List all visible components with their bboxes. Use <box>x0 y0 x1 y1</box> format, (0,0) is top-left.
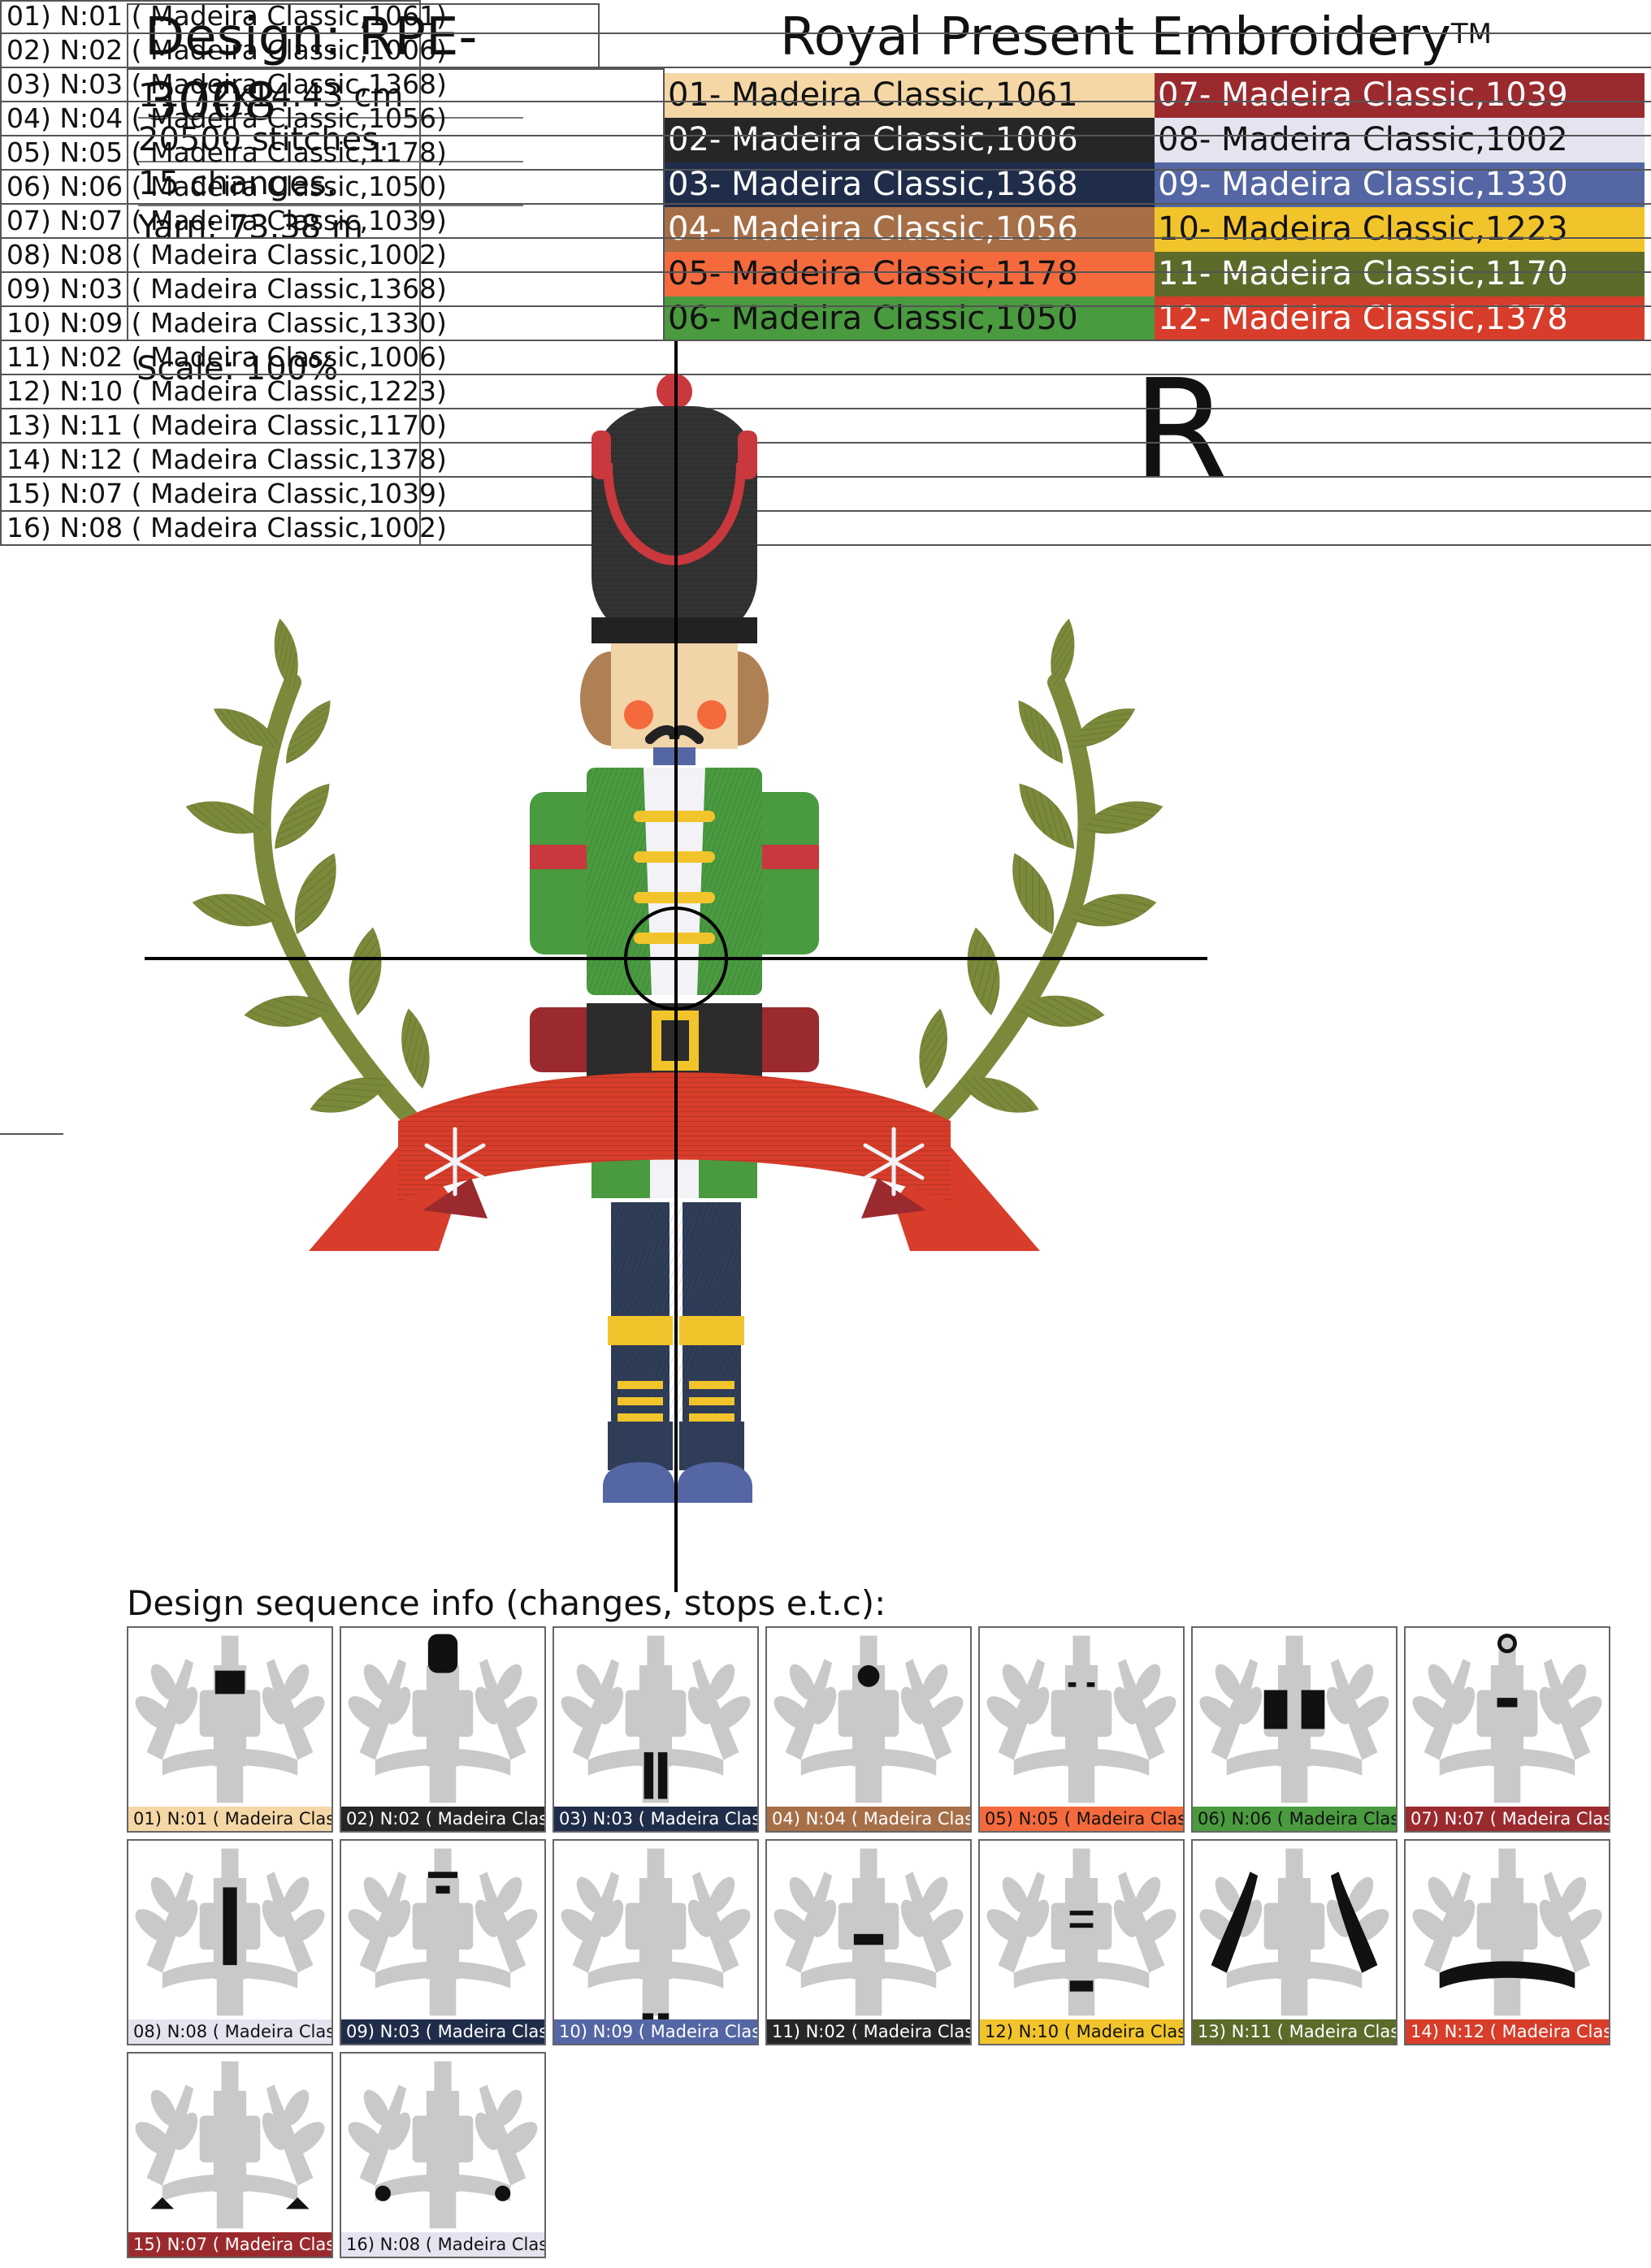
sequence-thumbnail: 14) N:12 ( Madeira Classic,1 <box>1404 1839 1610 2045</box>
sequence-thumbnail: 07) N:07 ( Madeira Classic <box>1404 1626 1610 1833</box>
sequence-thumbnail: 05) N:05 ( Madeira Classic <box>978 1626 1185 1833</box>
thumbnail-label: 10) N:09 ( Madeira Classic, <box>554 2019 757 2044</box>
sequence-row: 14) N:12 ( Madeira Classic,1378) <box>0 444 1651 478</box>
sequence-row: 12) N:10 ( Madeira Classic,1223) <box>0 375 1651 409</box>
divider <box>138 117 523 119</box>
sequence-thumbnail: 09) N:03 ( Madeira Classic <box>340 1839 546 2045</box>
color-swatch: 01- Madeira Classic,1061 <box>665 73 1155 118</box>
sequence-thumbnail: 10) N:09 ( Madeira Classic, <box>552 1839 759 2045</box>
design-id-title: Design: RPE-3008 <box>127 3 600 132</box>
snowflake-left-icon <box>424 1127 486 1197</box>
sequence-row: 10) N:09 ( Madeira Classic,1330) <box>0 307 1651 341</box>
left-laurel-branch <box>182 617 464 1171</box>
center-crosshair <box>145 341 1207 1592</box>
sequence-thumbnail: 02) N:02 ( Madeira Classic <box>340 1626 546 1833</box>
sequence-thumbnail: 06) N:06 ( Madeira Classic <box>1191 1626 1398 1833</box>
thumbnail-label: 03) N:03 ( Madeira Classic <box>554 1807 757 1831</box>
sequence-row: 03) N:03 ( Madeira Classic,1368) <box>0 68 1651 102</box>
sequence-row: 02) N:02 ( Madeira Classic,1006) <box>0 34 1651 68</box>
sequence-row: 01) N:01 ( Madeira Classic,1061) <box>0 0 1651 34</box>
embroidery-preview <box>0 341 1207 1592</box>
sequence-thumbnail: 13) N:11 ( Madeira Classic,1 <box>1191 1839 1398 2045</box>
color-swatch: 08- Madeira Classic,1002 <box>1155 118 1644 162</box>
sequence-title: Design sequence info (changes, stops e.t… <box>127 1583 886 1623</box>
stitch-count: 20500 stitches. <box>138 121 389 158</box>
scale-label: Scale: 100% <box>136 350 339 387</box>
sequence-row: 04) N:04 ( Madeira Classic,1056) <box>0 102 1651 136</box>
sequence-row: 08) N:08 ( Madeira Classic,1002) <box>0 239 1651 273</box>
sequence-row: 15) N:07 ( Madeira Classic,1039) <box>0 478 1651 512</box>
sequence-thumbnail: 16) N:08 ( Madeira Classic, <box>340 2052 546 2258</box>
sequence-thumbnail: 03) N:03 ( Madeira Classic <box>552 1626 759 1833</box>
right-laurel-branch <box>885 617 1167 1171</box>
thumbnail-label: 08) N:08 ( Madeira Classic <box>128 2019 332 2044</box>
design-size: 11.72x14.43 cm <box>138 77 404 115</box>
sequence-row: 13) N:11 ( Madeira Classic,1170) <box>0 409 1651 444</box>
sequence-row: 16) N:08 ( Madeira Classic,1002) <box>0 512 1651 546</box>
yarn-length: Yarn: 73.38 m <box>138 209 363 246</box>
sequence-row: 05) N:05 ( Madeira Classic,1178) <box>0 136 1651 171</box>
thumbnail-label: 07) N:07 ( Madeira Classic <box>1406 1807 1609 1831</box>
trademark-mark: TM <box>1450 18 1492 50</box>
thumbnail-label: 16) N:08 ( Madeira Classic, <box>341 2232 544 2257</box>
sequence-thumbnail: 04) N:04 ( Madeira Classic <box>765 1626 972 1833</box>
thumbnail-label: 06) N:06 ( Madeira Classic <box>1193 1807 1396 1831</box>
thumbnail-label: 14) N:12 ( Madeira Classic,1 <box>1406 2019 1609 2044</box>
sequence-row: 11) N:02 ( Madeira Classic,1006) <box>0 341 1651 375</box>
divider <box>138 161 523 162</box>
registration-letter: R <box>1133 350 1229 511</box>
sequence-row: 06) N:06 ( Madeira Classic,1050) <box>0 171 1651 205</box>
sequence-thumbnail: 12) N:10 ( Madeira Classic,1 <box>978 1839 1185 2045</box>
color-swatch: 07- Madeira Classic,1039 <box>1155 73 1644 118</box>
thumbnail-label: 13) N:11 ( Madeira Classic,1 <box>1193 2019 1396 2044</box>
snowflake-right-icon <box>863 1127 925 1197</box>
color-swatch: 04- Madeira Classic,1056 <box>665 207 1155 252</box>
sequence-list: 01) N:01 ( Madeira Classic,1061)02) N:02… <box>0 0 1651 546</box>
thumbnail-label: 02) N:02 ( Madeira Classic <box>341 1807 544 1831</box>
sequence-thumbnail: 11) N:02 ( Madeira Classic,1 <box>765 1839 972 2045</box>
thumbnail-label: 12) N:10 ( Madeira Classic,1 <box>980 2019 1183 2044</box>
ribbon-banner <box>309 1072 1040 1251</box>
brand-name: Royal Present EmbroideryTM <box>780 3 1492 71</box>
thumbnail-label: 11) N:02 ( Madeira Classic,1 <box>767 2019 970 2044</box>
sequence-thumbnail: 01) N:01 ( Madeira Classic,1 <box>127 1626 333 1833</box>
color-swatch: 10- Madeira Classic,1223 <box>1155 207 1644 252</box>
sequence-row: 09) N:03 ( Madeira Classic,1368) <box>0 273 1651 307</box>
color-swatch: 11- Madeira Classic,1170 <box>1155 252 1644 296</box>
thumbnail-label: 01) N:01 ( Madeira Classic,1 <box>128 1807 332 1831</box>
sequence-thumbnail: 15) N:07 ( Madeira Classic, <box>127 2052 333 2258</box>
sequence-thumbnail: 08) N:08 ( Madeira Classic <box>127 1839 333 2045</box>
brand-text: Royal Present Embroidery <box>780 7 1451 67</box>
color-swatch: 05- Madeira Classic,1178 <box>665 252 1155 296</box>
thumbnail-label: 09) N:03 ( Madeira Classic <box>341 2019 544 2044</box>
sequence-row: 07) N:07 ( Madeira Classic,1039) <box>0 205 1651 239</box>
change-count: 15 changes. <box>138 165 337 202</box>
design-info-panel: 11.72x14.43 cm 20500 stitches. 15 change… <box>127 68 665 341</box>
thumbnail-label: 15) N:07 ( Madeira Classic, <box>128 2232 332 2257</box>
divider <box>138 205 523 206</box>
thumbnail-label: 05) N:05 ( Madeira Classic <box>980 1807 1183 1831</box>
thumbnail-label: 04) N:04 ( Madeira Classic <box>767 1807 970 1831</box>
color-swatch: 02- Madeira Classic,1006 <box>665 118 1155 162</box>
